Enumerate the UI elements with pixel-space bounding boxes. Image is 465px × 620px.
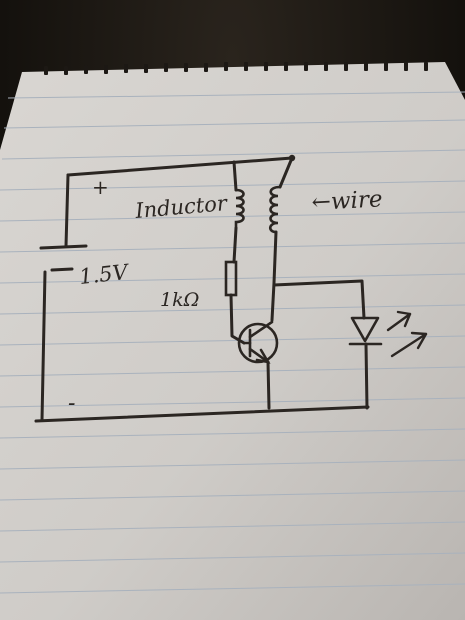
spiral-holes: [44, 62, 428, 75]
battery-voltage-label: 1.5V: [78, 260, 131, 289]
transistor-symbol: [237, 320, 279, 364]
ruled-lines: [0, 91, 465, 594]
wire-coil: [268, 185, 282, 234]
positive-terminal-label: +: [92, 175, 109, 199]
resistor-label: 1kΩ: [160, 289, 199, 311]
led-light-arrows: [386, 310, 428, 358]
negative-terminal-label: -: [68, 391, 75, 416]
junction-dot: [288, 154, 296, 162]
wire-label: ←wire: [311, 186, 383, 216]
circuit-wires: [34, 156, 370, 423]
led-symbol: [348, 316, 383, 346]
inductor-coil: [234, 188, 245, 230]
battery-symbol: [39, 244, 88, 272]
resistor-symbol: [224, 260, 238, 297]
